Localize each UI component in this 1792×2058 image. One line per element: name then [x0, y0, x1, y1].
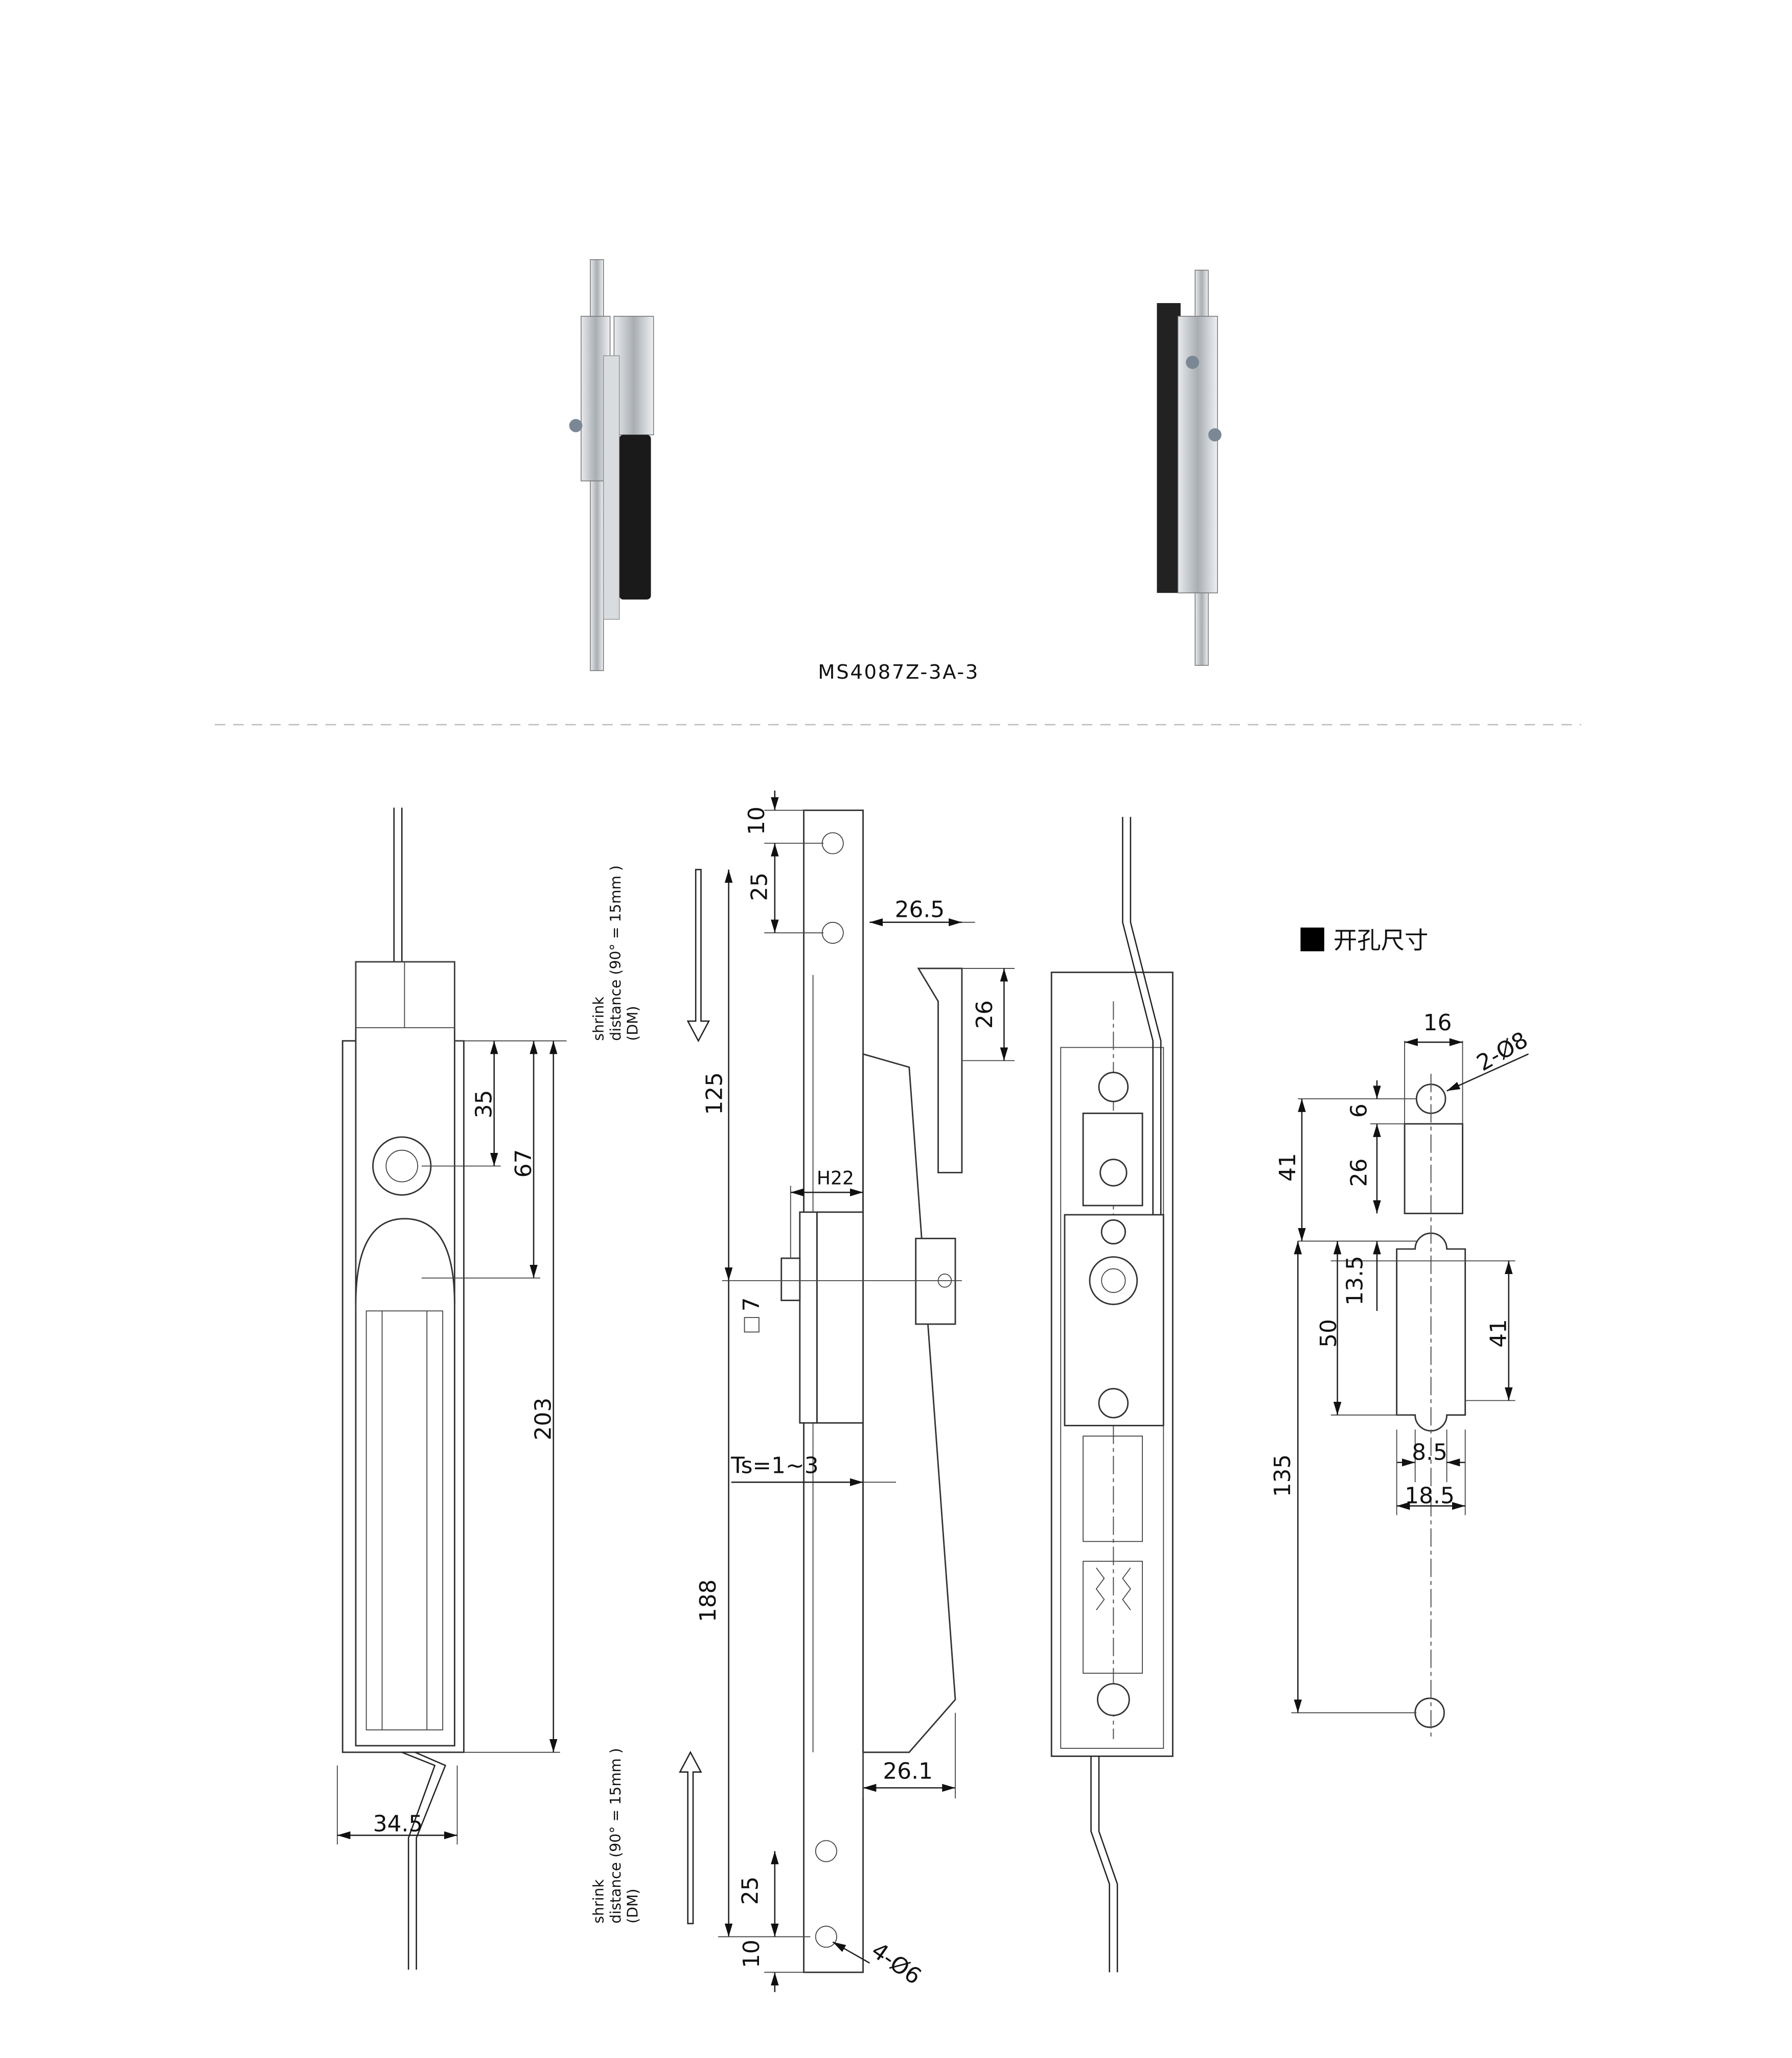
svg-text:distance (90° = 15mm ): distance (90° = 15mm ): [607, 1748, 624, 1924]
dim-square-7: 7: [739, 1297, 765, 1311]
dim-bottom-25: 25: [737, 1877, 763, 1905]
cutout-title: 开孔尺寸: [1334, 927, 1429, 954]
dim-50: 50: [1316, 1319, 1342, 1348]
dim-16: 16: [1423, 1010, 1452, 1036]
dim-13-5: 13.5: [1342, 1256, 1368, 1306]
dim-188: 188: [695, 1580, 721, 1623]
dim-67: 67: [511, 1149, 537, 1178]
shrink-note-top: shrink distance (90° = 15mm ) (DM): [590, 865, 641, 1041]
dim-203: 203: [531, 1398, 557, 1441]
dim-34-5: 34.5: [373, 1811, 423, 1837]
dim-2-holes: 2-Ø8: [1473, 1027, 1532, 1076]
dim-8-5: 8.5: [1412, 1439, 1448, 1465]
model-caption: MS4087Z-3A-3: [818, 661, 979, 684]
dim-41-right: 41: [1486, 1319, 1512, 1348]
dim-ts: Ts=1~3: [730, 1452, 819, 1478]
svg-text:shrink: shrink: [590, 996, 607, 1040]
svg-text:distance (90° = 15mm ): distance (90° = 15mm ): [607, 865, 624, 1041]
svg-text:(DM): (DM): [625, 1006, 641, 1040]
section-bullet-icon: [1300, 927, 1324, 952]
dim-26-1: 26.1: [883, 1758, 933, 1784]
dim-135: 135: [1270, 1454, 1296, 1497]
cutout-section: 开孔尺寸 16 2-Ø8 6 26 41 13.5 50 41 135 8.5 …: [1270, 927, 1532, 1737]
dim-4-holes: 4-Ø6: [867, 1937, 926, 1990]
dim-26-5: 26.5: [895, 896, 945, 922]
product-photo-back: [1157, 269, 1222, 666]
shrink-arrow-up-icon: [679, 1751, 702, 1925]
dim-h22: H22: [817, 1168, 854, 1189]
dim-35: 35: [471, 1090, 497, 1119]
dim-26: 26: [972, 1000, 998, 1029]
dim-125: 125: [702, 1072, 728, 1115]
dim-top-25: 25: [746, 872, 772, 901]
product-photo-front: [569, 259, 654, 672]
dim-bottom-10: 10: [739, 1939, 765, 1968]
dim-6: 6: [1346, 1103, 1372, 1118]
dim-26: 26: [1346, 1159, 1372, 1187]
side-view: 10 25 26.5 26 125 H22 7 Ts=1~3 188 26.1 …: [695, 790, 1015, 1992]
front-view: 35 67 203 34.5: [337, 807, 567, 1970]
svg-text:shrink: shrink: [590, 1879, 607, 1924]
shrink-arrow-down-icon: [686, 869, 710, 1043]
dim-18-5: 18.5: [1405, 1483, 1455, 1509]
dim-top-10: 10: [744, 806, 770, 835]
dim-41-top: 41: [1275, 1153, 1301, 1182]
svg-text:(DM): (DM): [625, 1889, 641, 1924]
back-view: [1050, 817, 1174, 1973]
shrink-note-bottom: shrink distance (90° = 15mm ) (DM): [590, 1748, 641, 1924]
